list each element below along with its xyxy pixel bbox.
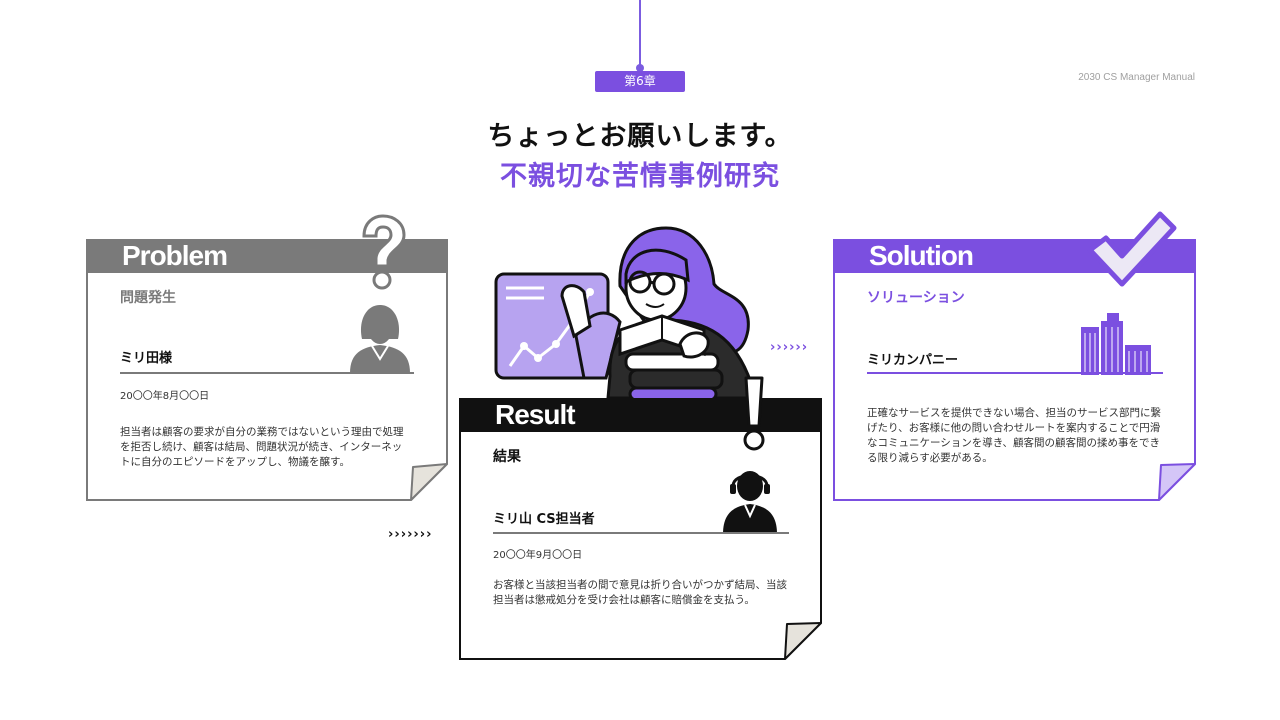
woman-avatar-icon [350,305,410,373]
hanging-dot [636,64,644,72]
hanging-line [639,0,641,68]
solution-divider [867,372,1163,374]
exclamation-icon [743,376,765,451]
solution-card: Solution ソリューション ミリカンパニー 正確なサービスを提供できない場… [833,239,1196,501]
office-buildings-icon [1081,313,1151,375]
question-mark-icon [362,214,406,290]
checkmark-icon [1087,211,1177,287]
page-subtitle: 不親切な苦情事例研究 [500,161,780,192]
problem-description: 担当者は顧客の要求が自分の業務ではないという理由で処理を拒否し続け、顧客は結局、… [120,426,404,468]
solution-description: 正確なサービスを提供できない場合、担当のサービス部門に繋げたり、お客様に他の問い… [867,407,1161,464]
problem-subheading: 問題発生 [120,290,176,306]
woman-reading-illustration [494,226,763,402]
manual-title: 2030 CS Manager Manual [1078,72,1195,83]
solution-subheading: ソリューション [867,290,965,306]
connector-arrows-right: ›››››› [770,340,809,355]
headset-agent-icon [723,471,777,534]
result-date: 20〇〇年9月〇〇日 [493,550,583,561]
problem-customer-name: ミリ田様 [120,351,173,366]
result-divider [493,532,789,534]
problem-date: 20〇〇年8月〇〇日 [120,391,210,402]
solution-heading: Solution [869,240,974,271]
result-heading: Result [495,399,576,430]
result-subheading: 結果 [493,449,521,465]
result-description: お客様と当該担当者の間で意見は折り合いがつかず結局、当該担当者は懲戒処分を受け会… [493,579,787,606]
problem-divider [120,372,414,374]
solution-company-name: ミリカンパニー [867,353,959,368]
connector-arrows-left: ››››››› [388,527,433,542]
problem-heading: Problem [122,240,228,271]
chapter-badge: 第6章 [595,71,685,92]
solution-card-frame [833,239,1196,501]
result-agent-name: ミリ山 CS担当者 [493,512,595,527]
page-title: ちょっとお願いします。 [487,121,793,152]
